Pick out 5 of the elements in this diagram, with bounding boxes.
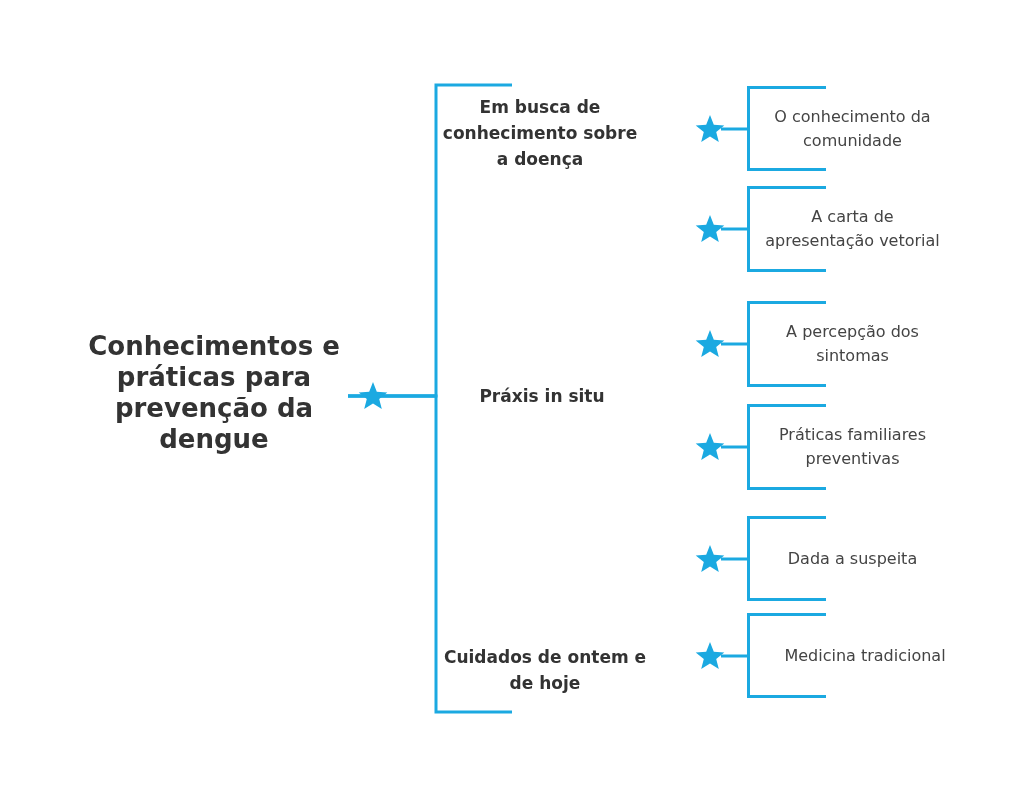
category-label: Em busca de conhecimento sobre a doença <box>440 85 640 180</box>
title-text: Conhecimentos e práticas para prevenção da dengue <box>80 310 348 475</box>
category-label: Práxis in situ <box>437 372 647 420</box>
category-label: Cuidados de ontem e de hoje <box>440 628 650 712</box>
bracket-connector <box>348 394 512 714</box>
